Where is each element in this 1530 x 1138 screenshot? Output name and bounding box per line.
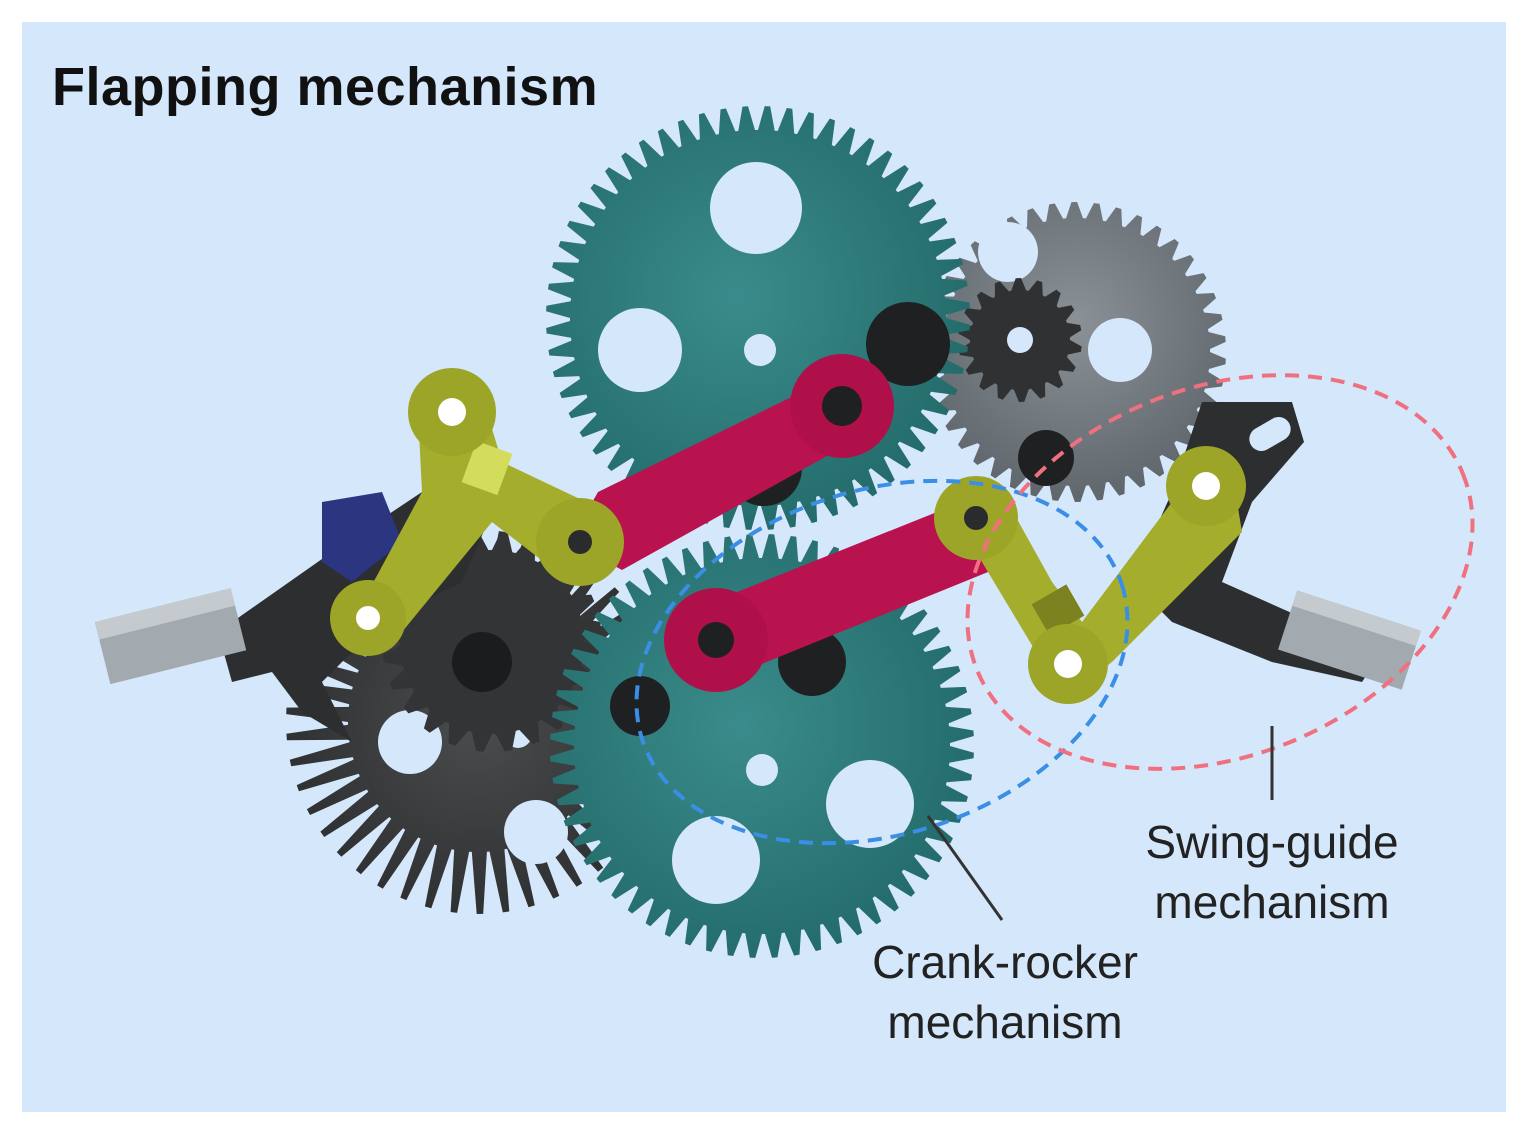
swing-guide-outline: [965, 373, 1475, 771]
lower-crank-link: [664, 502, 988, 692]
right-wing-spar-tip: [1278, 590, 1421, 690]
crank-rocker-label-line2: mechanism: [887, 996, 1123, 1048]
crank-rocker-leader-line: [926, 815, 1004, 921]
small-pinion-gear: [958, 278, 1082, 402]
crank-rocker-label: Crank-rocker mechanism: [840, 932, 1170, 1052]
swing-guide-label-line1: Swing-guide: [1145, 816, 1399, 868]
swing-guide-label-line2: mechanism: [1154, 876, 1390, 928]
upper-crank-link: [570, 354, 894, 570]
mechanism-illustration: [94, 106, 1475, 958]
swing-guide-label: Swing-guide mechanism: [1112, 812, 1432, 932]
left-wing-spar-tip: [94, 588, 247, 685]
left-rocker-link: [330, 368, 624, 656]
right-rocker-link: [934, 446, 1246, 704]
diagram-title: Flapping mechanism: [52, 57, 599, 117]
crank-rocker-label-line1: Crank-rocker: [872, 936, 1138, 988]
diagram-panel: Flapping mechanism Swing-guide mechanism…: [22, 22, 1506, 1112]
